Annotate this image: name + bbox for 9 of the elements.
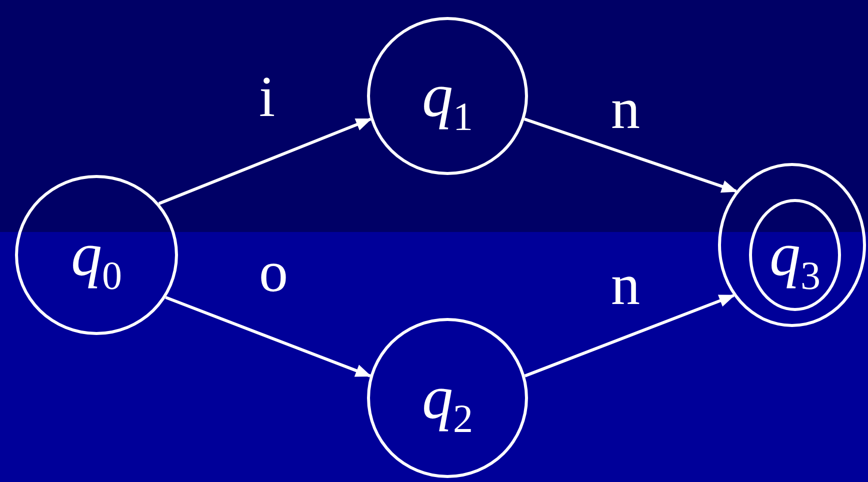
state-circle (367, 17, 528, 175)
transition-arrow (524, 118, 738, 193)
state-circle (367, 318, 528, 478)
transition-arrow (158, 118, 372, 205)
state-circle (718, 163, 866, 327)
state-circle (15, 175, 178, 335)
transition-arrow (524, 294, 736, 378)
transition-arrow (165, 296, 372, 378)
state-circle (749, 199, 841, 311)
